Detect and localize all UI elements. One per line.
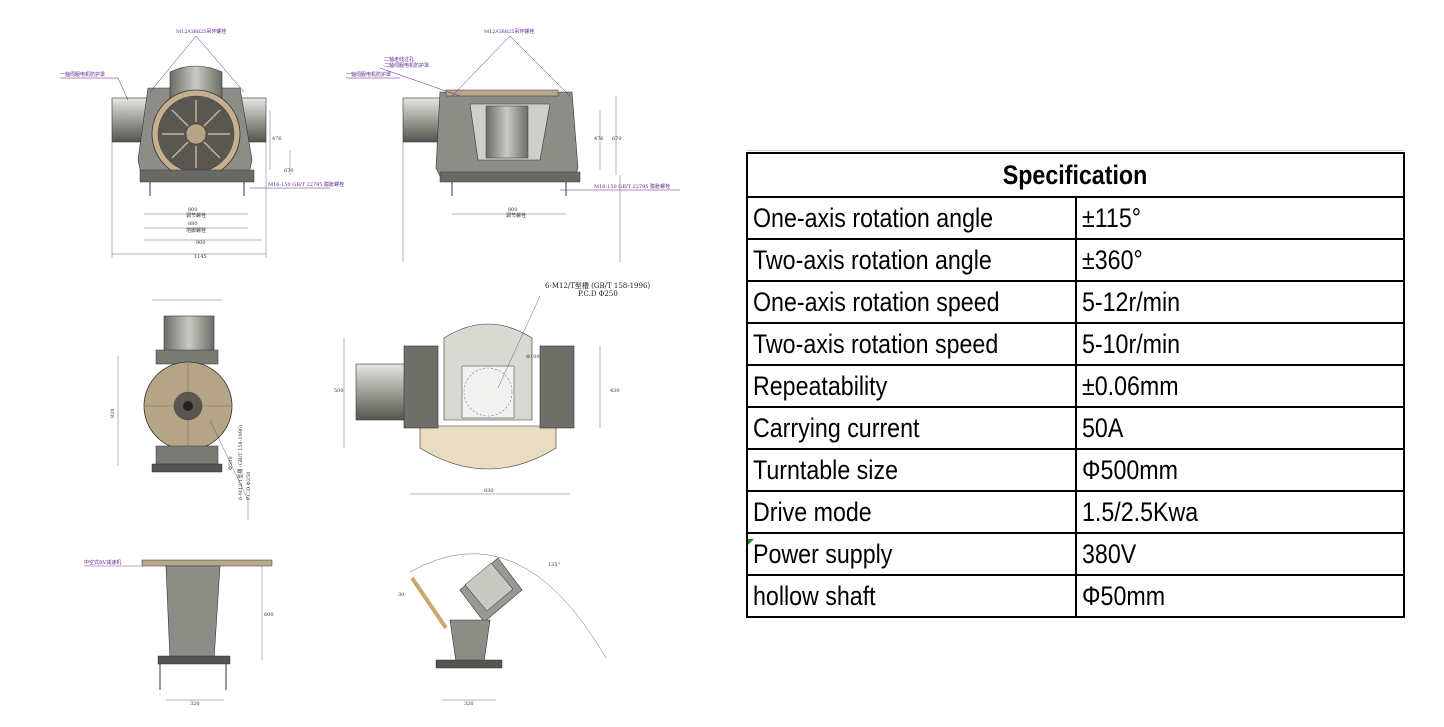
dim-430: 430 [610,388,620,394]
table-row: Drive mode 1.5/2.5Kwa [746,490,1405,534]
spec-value: ±0.06mm [1074,364,1405,408]
table-top-rule [746,150,1405,151]
spec-name: One-axis rotation angle [746,196,1077,240]
v6-dim-320: 320 [464,701,474,707]
dim-500: 500 [334,388,344,394]
dim-30: 30 [398,592,404,598]
view-side: 820 Φ500 6-M12/T型槽 (GB/T 158-1996) P.C.D… [110,299,252,520]
table-row: hollow shaft Φ50mm [746,574,1405,618]
view4-callout1: 6-M12/T型槽 (GB/T 158-1996) [545,281,650,290]
spec-value: Φ500mm [1074,448,1405,492]
table-row: One-axis rotation angle ±115° [746,196,1405,240]
view2-top-label: M12/GB825吊环螺栓 [484,28,534,35]
view-section: 中空式RV减速机 600 320 [84,559,274,707]
drawing-canvas: 一轴伺服电机防护罩 M12/GB825吊环螺栓 M16-150 GB/T 227… [60,28,680,707]
v5-dim-320: 320 [190,701,200,707]
dim-476: 476 [272,136,282,142]
v2-dim-670: 670 [612,136,622,142]
table-row: One-axis rotation speed 5-12r/min [746,280,1405,324]
dim-600: 600 [264,612,274,618]
view3-pcd: P.C.D Φ250 [246,472,252,500]
specification-table: Specification One-axis rotation angle ±1… [746,152,1405,618]
dim-anchor: 地脚螺栓 [186,227,206,234]
view-front: 一轴伺服电机防护罩 M12/GB825吊环螺栓 M16-150 GB/T 227… [60,28,344,260]
spec-name: Repeatability [746,364,1077,408]
cell-comment-marker [748,539,754,545]
v2-dim-476: 476 [594,136,604,142]
technical-drawings: 一轴伺服电机防护罩 M12/GB825吊环螺栓 M16-150 GB/T 227… [0,0,700,727]
spec-value: ±360° [1074,238,1405,282]
table-row: Repeatability ±0.06mm [746,364,1405,408]
spec-value: Φ50mm [1074,574,1405,618]
table-row: Carrying current 50A [746,406,1405,450]
v2-dim-adj: 调节螺栓 [506,212,526,219]
view1-right-label: M16-150 GB/T 22795 膨胀螺栓 [268,181,344,188]
view5-label: 中空式RV减速机 [84,559,121,566]
view4-callout2: P.C.D Φ250 [578,290,618,298]
dim-670: 670 [284,168,294,174]
view-top: 6-M12/T型槽 (GB/T 158-1996) P.C.D Φ250 500… [334,281,650,495]
spec-name: One-axis rotation speed [746,280,1077,324]
dim-phi500: Φ500 [228,456,234,470]
dim-820: 820 [110,408,116,418]
view-front-tilted: 二轴走线过孔 二轴伺服电机防护罩 一轴伺服电机防护罩 M12/GB825吊环螺栓… [346,28,680,262]
spec-value: 5-12r/min [1074,280,1405,324]
spec-name: Drive mode [746,490,1077,534]
spec-value: 50A [1074,406,1405,450]
dim-phi100: Φ100 [526,354,540,360]
spec-name: Two-axis rotation angle [746,238,1077,282]
view1-top-label: M12/GB825吊环螺栓 [176,28,226,35]
view2-left-label: 一轴伺服电机防护罩 [346,71,391,78]
dim-135: 135° [548,562,561,568]
spec-name: hollow shaft [746,574,1077,618]
spec-value: ±115° [1074,196,1405,240]
spec-value: 1.5/2.5Kwa [1074,490,1405,534]
view2-top-label2: 二轴伺服电机防护罩 [384,62,429,69]
table-row: Two-axis rotation angle ±360° [746,238,1405,282]
dim-880: 880 [188,221,198,227]
table-row: Power supply 380V [746,532,1405,576]
view-tilt: 30 135° 320 [398,553,607,707]
spec-name: Two-axis rotation speed [746,322,1077,366]
spec-name: Turntable size [746,448,1077,492]
view2-top-label1: 二轴走线过孔 [384,56,414,63]
table-row: Turntable size Φ500mm [746,448,1405,492]
spec-value: 5-10r/min [1074,322,1405,366]
dim-1145: 1145 [194,254,207,260]
dim-800: 800 [188,207,198,213]
spec-value: 380V [1074,532,1405,576]
v2-dim-800: 800 [508,207,518,213]
table-header-row: Specification [746,152,1405,198]
specification-table-container: Specification One-axis rotation angle ±1… [746,152,1405,618]
dim-adj: 调节螺栓 [186,212,206,219]
dim-900: 900 [196,240,206,246]
table-title: Specification [746,152,1405,198]
table-row: Two-axis rotation speed 5-10r/min [746,322,1405,366]
spec-name: Carrying current [746,406,1077,450]
spec-name: Power supply [746,532,1077,576]
view2-right-label: M16-150 GB/T 22795 膨胀螺栓 [594,183,670,190]
view3-callout: 6-M12/T型槽 (GB/T 158-1996) [237,425,244,500]
view1-left-label: 一轴伺服电机防护罩 [60,71,105,78]
dim-830: 830 [484,488,494,494]
